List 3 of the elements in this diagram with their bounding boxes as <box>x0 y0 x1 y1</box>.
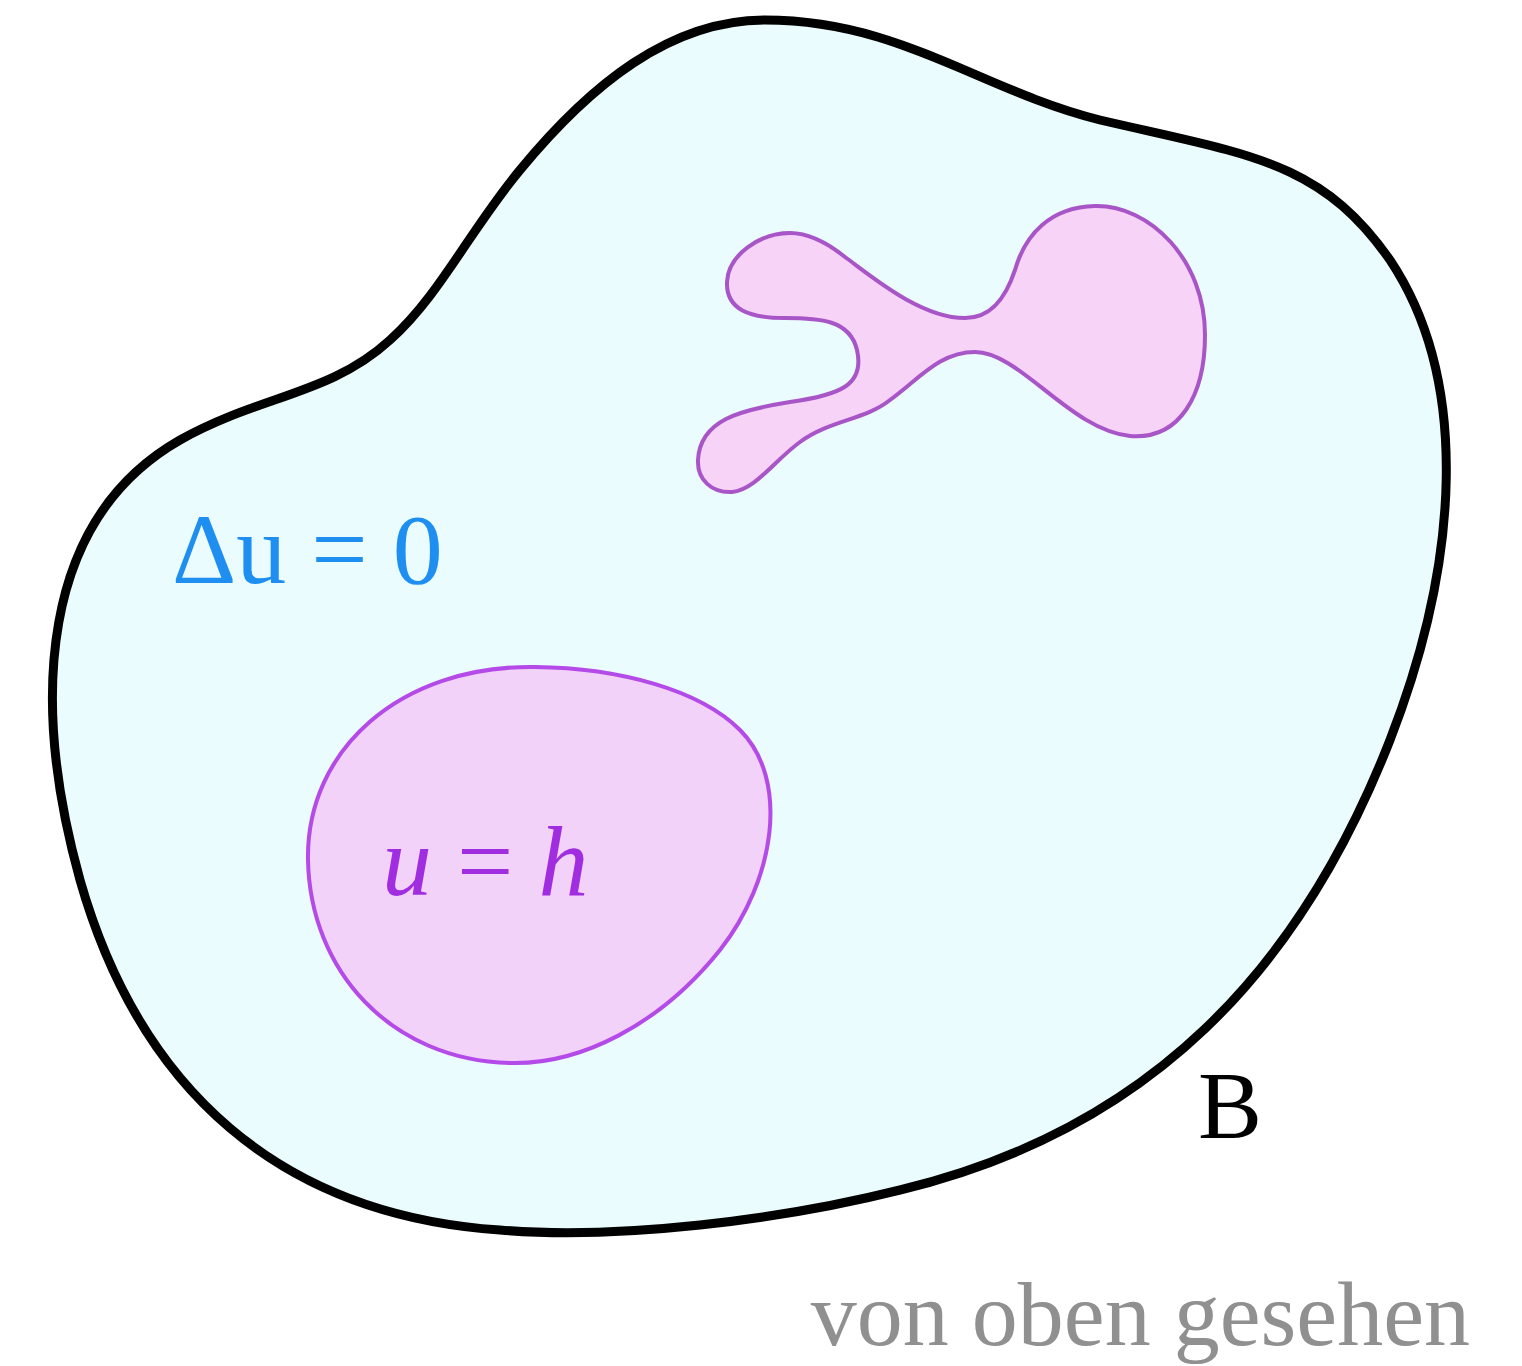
region-label: B <box>1198 1058 1263 1154</box>
equation-label: Δu = 0 <box>172 500 443 600</box>
equation-label: u = h <box>382 812 589 912</box>
